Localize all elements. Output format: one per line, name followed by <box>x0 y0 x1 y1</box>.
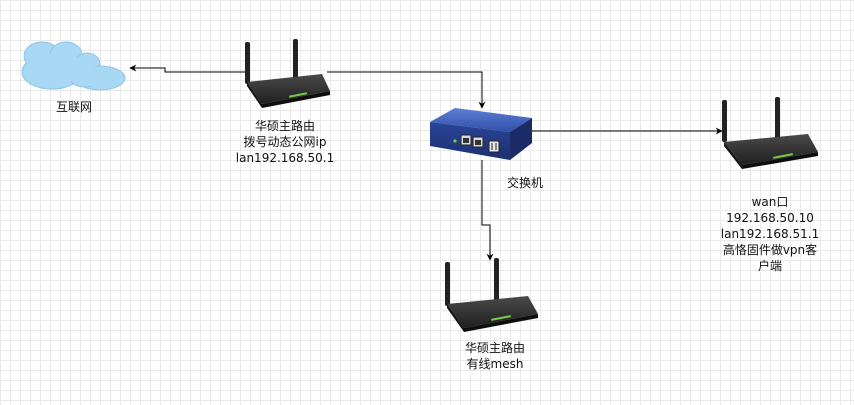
mesh-router-label: 华硕主路由 有线mesh <box>464 341 525 371</box>
switch-label: 交换机 <box>506 176 543 190</box>
edge-router-to-internet <box>129 64 247 73</box>
main-router-label: 华硕主路由 拨号动态公网ip lan192.168.50.1 <box>235 119 335 165</box>
vpn-router-label: wan口 192.168.50.10 lan192.168.51.1 高恪固件做… <box>720 195 820 273</box>
router-icon <box>722 97 818 169</box>
router-icon <box>245 39 330 108</box>
edge-router-to-switch <box>327 71 486 109</box>
internet-label: 互联网 <box>55 100 92 114</box>
edge-switch-to-mesh-router <box>481 160 494 261</box>
switch-icon <box>430 108 532 160</box>
router-icon <box>445 258 538 332</box>
cloud-icon <box>21 41 126 91</box>
